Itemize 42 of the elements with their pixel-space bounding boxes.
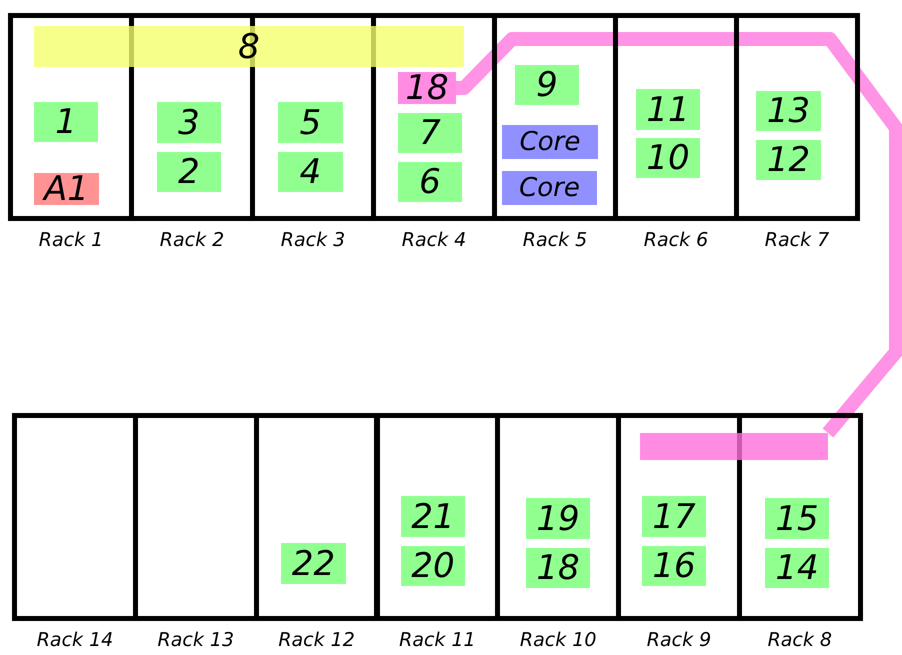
rack-label: Rack 12 bbox=[277, 629, 356, 651]
unit-label: 11 bbox=[636, 89, 700, 130]
unit-label: 1 bbox=[34, 102, 98, 142]
rack-label: Rack 11 bbox=[398, 629, 477, 651]
unit-label: A1 bbox=[34, 173, 99, 205]
unit-label: 20 bbox=[400, 546, 465, 586]
tray-bar bbox=[640, 433, 828, 460]
unit-label: 9 bbox=[515, 65, 579, 105]
core-label: Core bbox=[502, 171, 597, 205]
rack-label: Rack 13 bbox=[156, 629, 236, 651]
rack-label: Rack 7 bbox=[764, 229, 830, 251]
rack-label: Rack 4 bbox=[400, 229, 468, 251]
unit-label: 7 bbox=[398, 113, 462, 153]
unit-label: 13 bbox=[756, 91, 821, 131]
unit-label: 14 bbox=[764, 548, 829, 588]
unit-label: 22 bbox=[280, 543, 346, 584]
unit-label: 2 bbox=[157, 152, 221, 192]
unit-label: 17 bbox=[642, 496, 706, 537]
unit-label: 16 bbox=[642, 546, 706, 586]
rack-label: Rack 3 bbox=[280, 229, 346, 251]
rack-label: Rack 14 bbox=[36, 629, 114, 651]
rack-label: Rack 6 bbox=[642, 229, 710, 251]
zone-band: 8 bbox=[34, 26, 464, 67]
cable-route bbox=[456, 32, 902, 438]
unit-label: 4 bbox=[278, 152, 343, 192]
rack-label: Rack 1 bbox=[38, 229, 104, 251]
unit-label: 21 bbox=[400, 496, 465, 537]
unit-label: 6 bbox=[398, 162, 462, 202]
rack-label: Rack 10 bbox=[518, 629, 598, 651]
rack-label: Rack 9 bbox=[646, 629, 712, 651]
unit-label: 18 bbox=[526, 548, 590, 588]
rack-label: Rack 8 bbox=[766, 629, 833, 651]
unit-label: 19 bbox=[526, 498, 590, 539]
unit-label: 5 bbox=[278, 102, 343, 143]
unit-label: 18 bbox=[398, 72, 456, 104]
rack-label: Rack 5 bbox=[522, 229, 588, 251]
unit-label: 15 bbox=[764, 498, 829, 539]
unit-label: 3 bbox=[157, 102, 221, 143]
unit-label: 12 bbox=[756, 140, 821, 180]
core-label: Core bbox=[502, 125, 598, 159]
rack-label: Rack 2 bbox=[158, 229, 226, 251]
unit-label: 10 bbox=[636, 138, 700, 178]
